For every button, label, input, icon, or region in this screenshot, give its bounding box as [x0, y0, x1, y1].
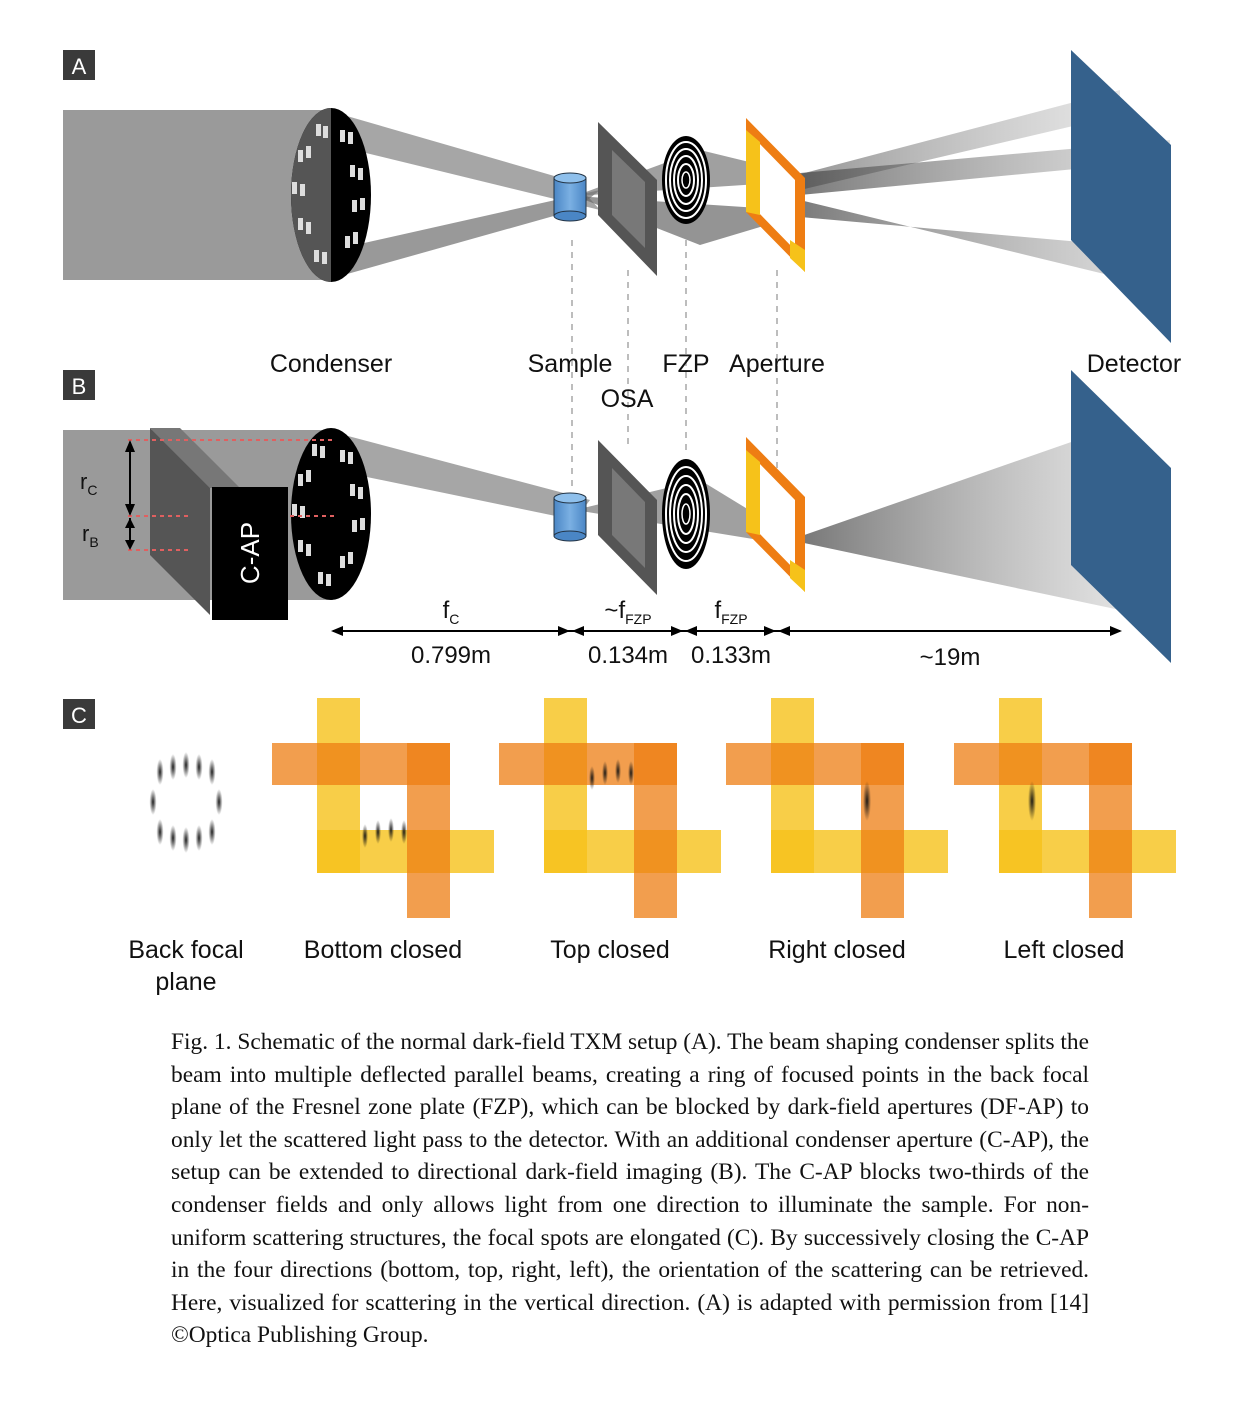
setup-figure: A — [63, 50, 1181, 996]
condenser-aperture-block: C-AP — [150, 428, 288, 620]
osa-b — [598, 440, 657, 595]
panel-a-tag-box — [63, 50, 95, 80]
label-top-closed: Top closed — [550, 936, 670, 964]
radius-markers: rC rB — [80, 439, 335, 551]
panel-b-tag: B — [72, 374, 87, 399]
distance-scale: fC ~fFZP fFZP 0.799m 0.134m 0.133m ~19m — [331, 597, 1122, 671]
dist-value-1: 0.799m — [411, 642, 491, 669]
dist-value-3: 0.133m — [691, 642, 771, 669]
label-fzp: FZP — [662, 350, 709, 378]
osa-a — [598, 122, 657, 276]
dist-value-4: ~19m — [920, 644, 981, 671]
condenser-disc-a — [291, 108, 371, 282]
label-back-focal-2: plane — [155, 968, 216, 996]
beam-det-2 — [778, 200, 1170, 290]
beam-b-det — [790, 425, 1120, 610]
label-left-closed: Left closed — [1004, 936, 1125, 964]
fzp-b — [662, 459, 710, 569]
label-bottom-closed: Bottom closed — [304, 936, 462, 964]
label-aperture: Aperture — [729, 350, 825, 378]
dist-value-2: 0.134m — [588, 642, 668, 669]
label-condenser: Condenser — [270, 350, 392, 378]
beam-lower — [333, 190, 600, 278]
spots-top — [589, 759, 634, 790]
aperture-pattern-right — [726, 698, 948, 918]
cap-label: C-AP — [235, 522, 265, 584]
sample-a — [553, 172, 587, 222]
spots-left — [1028, 781, 1036, 821]
aperture-a — [746, 118, 805, 272]
r-b-label: rB — [82, 521, 99, 550]
spots-bottom — [362, 818, 407, 848]
dist-label-ffzp: fFZP — [714, 597, 747, 627]
figure-caption: Fig. 1. Schematic of the normal dark-fie… — [171, 1029, 1089, 1349]
panel-b-tag-box — [63, 370, 95, 400]
condenser-disc-b — [291, 428, 371, 600]
detector-b — [1071, 370, 1171, 663]
spots-right — [863, 781, 871, 821]
fzp-a — [662, 136, 710, 224]
label-right-closed: Right closed — [768, 936, 906, 964]
panel-a: A — [63, 50, 1181, 490]
r-c-label: rC — [80, 469, 97, 498]
label-back-focal-1: Back focal — [128, 936, 243, 964]
condenser-gratings-b — [292, 444, 365, 586]
label-sample: Sample — [528, 350, 613, 378]
aperture-b — [746, 437, 805, 592]
label-detector: Detector — [1087, 350, 1181, 378]
panel-c-tag: C — [71, 703, 87, 728]
aperture-pattern-top — [499, 698, 721, 918]
detector-a — [1071, 50, 1171, 343]
condenser-gratings-a — [292, 124, 365, 264]
sample-b — [553, 492, 587, 542]
panel-c: C — [63, 698, 1176, 996]
aperture-pattern-left — [954, 698, 1176, 918]
beam-upper — [333, 112, 600, 210]
beam-det-3 — [778, 90, 1120, 190]
panel-c-tag-box — [63, 699, 95, 729]
beam-b-upper — [333, 432, 590, 520]
dist-label-fc: fC — [443, 597, 460, 627]
panel-b: B C-AP — [63, 370, 1171, 671]
panel-a-tag: A — [72, 54, 87, 79]
incoming-beam — [63, 110, 333, 280]
dist-label-osa-fzp: ~fFZP — [604, 597, 651, 627]
aperture-pattern-bottom — [272, 698, 494, 918]
back-focal-plane-spots — [149, 752, 223, 853]
label-osa: OSA — [601, 385, 654, 413]
alignment-lines — [571, 240, 778, 490]
